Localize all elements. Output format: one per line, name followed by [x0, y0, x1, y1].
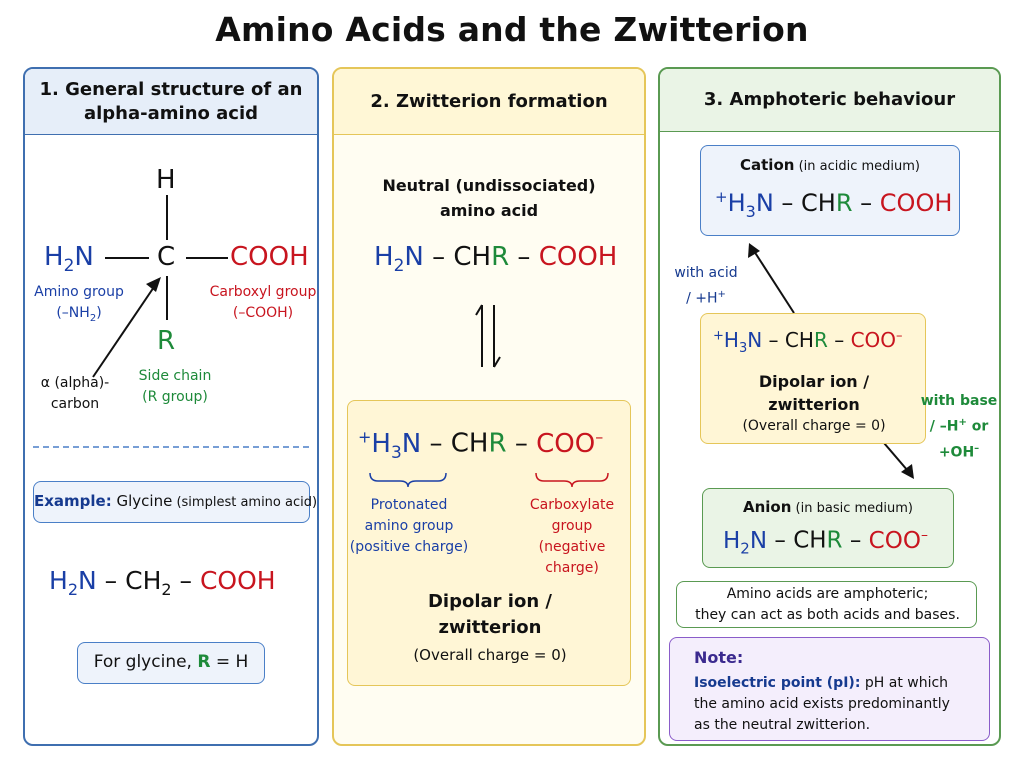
zwitterion-center-box: +H3N – CHR – COO– Dipolar ion /zwitterio… — [700, 313, 926, 444]
carboxyl-group-formula: COOH — [230, 242, 309, 272]
neutral-formula: H2N – CHR – COOH — [374, 242, 618, 277]
header-line-2: alpha-amino acid — [83, 102, 259, 124]
panel-amphoteric-behaviour: 3. Amphoteric behaviour Cation (in acidi… — [658, 67, 1001, 746]
neutral-label: Neutral (undissociated)amino acid — [382, 176, 596, 220]
amino-group-label: Amino group(–NH2) — [34, 284, 124, 324]
with-base-label: with base/ –H+ or+OH– — [920, 393, 998, 461]
zwitterion-formula: +H3N – CHR – COO– — [358, 427, 604, 463]
note-title: Note: — [694, 648, 744, 667]
group-brackets — [369, 472, 609, 488]
alpha-carbon-label: α (alpha)-carbon — [40, 375, 110, 412]
overall-charge-label: (Overall charge = 0) — [413, 646, 567, 664]
center-dipolar-label: Dipolar ion /zwitterion — [758, 372, 870, 414]
panel-zwitterion-formation-header: 2. Zwitterion formation — [334, 69, 644, 135]
cation-formula: +H3N – CHR – COOH — [715, 188, 953, 221]
anion-formula: H2N – CHR – COO– — [723, 527, 928, 558]
dipolar-ion-label: Dipolar ion /zwitterion — [427, 591, 552, 638]
side-chain-label: Side chain(R group) — [138, 368, 212, 405]
glycine-rule-box: For glycine, R = H — [77, 642, 265, 684]
page-title: Amino Acids and the Zwitterion — [215, 10, 809, 49]
center-zwitterion-formula: +H3N – CHR – COO– — [713, 328, 903, 356]
hydrogen-atom: H — [156, 165, 176, 195]
header-line-1: 1. General structure of an — [39, 78, 303, 100]
panel-amphoteric-behaviour-header: 3. Amphoteric behaviour — [660, 69, 999, 132]
anion-box: Anion (in basic medium) H2N – CHR – COO– — [702, 488, 954, 568]
center-charge-label: (Overall charge = 0) — [742, 418, 886, 434]
panel-zwitterion-formation: 2. Zwitterion formation Neutral (undisso… — [332, 67, 646, 746]
amphoteric-summary-box: Amino acids are amphoteric;they can act … — [676, 581, 977, 628]
amine-group-formula: H2N — [44, 242, 94, 277]
glycine-formula: H2N – CH2 – COOH — [49, 566, 276, 599]
amphoteric-summary-text: Amino acids are amphoteric;they can act … — [695, 586, 960, 623]
note-box: Note: Isoelectric point (pI): pH at whic… — [669, 637, 990, 741]
amphoteric-arrows — [748, 243, 914, 479]
alpha-carbon-atom: C — [157, 242, 176, 272]
example-box: Example: Glycine (simplest amino acid) — [33, 481, 317, 523]
with-acid-label: with acid/ +H+ — [674, 265, 738, 307]
r-group-atom: R — [157, 326, 176, 356]
carboxyl-group-label: Carboxyl group(–COOH) — [209, 284, 317, 321]
structure-bonds — [33, 195, 313, 448]
cation-box: Cation (in acidic medium) +H3N – CHR – C… — [700, 145, 960, 236]
equilibrium-arrows — [475, 304, 501, 368]
